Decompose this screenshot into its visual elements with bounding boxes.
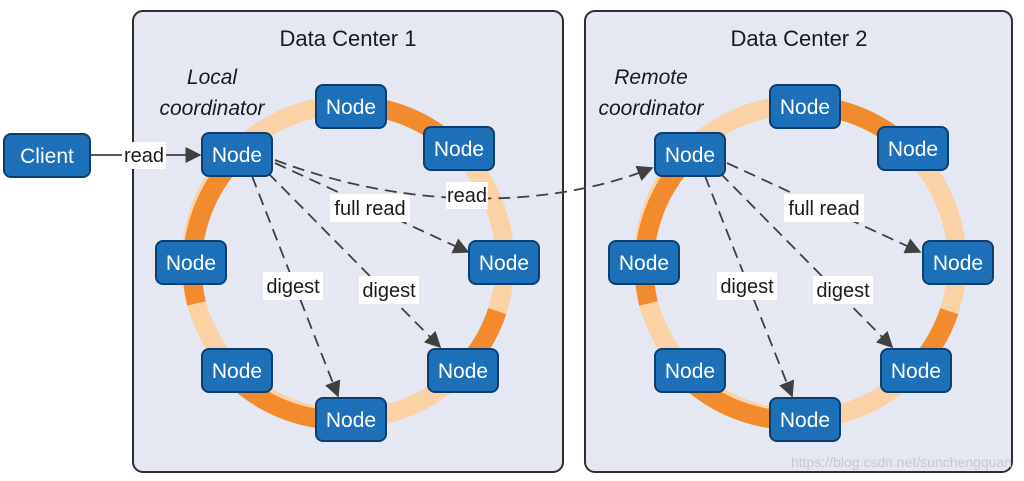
label-bg — [359, 276, 419, 304]
label-digest-dc1-a: digest — [263, 272, 323, 300]
data-center-1-title: Data Center 1 — [280, 26, 417, 51]
node-label: Node — [933, 252, 983, 275]
node-box — [922, 240, 994, 285]
label-full-read-dc1: full read — [330, 194, 410, 222]
label-bg — [717, 272, 777, 300]
label-text: read — [124, 145, 164, 167]
node-box — [155, 240, 227, 285]
node-label: Node — [326, 409, 376, 432]
node-dc2-bottom-right[interactable]: Node — [880, 348, 952, 393]
client-label: Client — [20, 145, 74, 168]
label-text: digest — [816, 280, 870, 302]
data-center-2-title: Data Center 2 — [731, 26, 868, 51]
node-label: Node — [326, 96, 376, 119]
label-text: digest — [362, 280, 416, 302]
node-label: Node — [212, 144, 262, 167]
node-box — [880, 348, 952, 393]
label-bg — [813, 276, 873, 304]
label-bg — [263, 272, 323, 300]
node-dc1-right[interactable]: Node — [468, 240, 540, 285]
node-label: Node — [212, 360, 262, 383]
node-dc1-coordinator[interactable]: Node — [201, 132, 273, 177]
node-box — [427, 348, 499, 393]
remote-coordinator-label-line1: Remote — [614, 66, 688, 89]
node-dc2-bottom-left[interactable]: Node — [654, 348, 726, 393]
label-bg — [122, 142, 166, 169]
label-cross-dc-read: read — [446, 182, 488, 209]
node-dc1-top-right[interactable]: Node — [423, 126, 495, 171]
node-dc2-top-right[interactable]: Node — [877, 126, 949, 171]
node-box — [315, 397, 387, 442]
edge-digest-dc2-b — [719, 172, 894, 349]
label-text: full read — [788, 198, 859, 220]
node-box — [201, 348, 273, 393]
node-box — [877, 126, 949, 171]
data-center-2: Data Center 2 Remote coordinator full re… — [584, 10, 1013, 473]
node-label: Node — [434, 138, 484, 161]
node-label: Node — [166, 252, 216, 275]
node-box — [608, 240, 680, 285]
node-dc1-top[interactable]: Node — [315, 84, 387, 129]
data-center-1: Data Center 1 Local coordinator full rea… — [132, 10, 564, 473]
node-box — [423, 126, 495, 171]
node-label: Node — [438, 360, 488, 383]
label-text: full read — [334, 198, 405, 220]
node-label: Node — [891, 360, 941, 383]
node-box — [315, 84, 387, 129]
label-client-read: read — [122, 142, 166, 169]
label-bg — [330, 194, 410, 222]
label-text: read — [447, 185, 487, 207]
label-digest-dc2-a: digest — [717, 272, 777, 300]
label-text: digest — [266, 276, 320, 298]
edge-digest-dc1-b — [267, 172, 442, 349]
node-label: Node — [888, 138, 938, 161]
node-label: Node — [479, 252, 529, 275]
node-label: Node — [780, 409, 830, 432]
label-digest-dc2-b: digest — [813, 276, 873, 304]
node-dc2-left[interactable]: Node — [608, 240, 680, 285]
label-bg — [784, 194, 864, 222]
node-label: Node — [619, 252, 669, 275]
node-label: Node — [665, 360, 715, 383]
node-dc1-bottom-left[interactable]: Node — [201, 348, 273, 393]
node-dc2-right[interactable]: Node — [922, 240, 994, 285]
remote-coordinator-label-line2: coordinator — [598, 97, 704, 120]
local-coordinator-label-line2: coordinator — [159, 97, 265, 120]
label-full-read-dc2: full read — [784, 194, 864, 222]
node-label: Node — [780, 96, 830, 119]
node-dc1-bottom-right[interactable]: Node — [427, 348, 499, 393]
node-dc2-bottom[interactable]: Node — [769, 397, 841, 442]
node-box — [468, 240, 540, 285]
node-box — [769, 84, 841, 129]
node-box — [654, 348, 726, 393]
node-box — [654, 132, 726, 177]
node-dc1-bottom[interactable]: Node — [315, 397, 387, 442]
node-dc1-left[interactable]: Node — [155, 240, 227, 285]
client-box — [3, 133, 91, 178]
node-dc2-top[interactable]: Node — [769, 84, 841, 129]
node-dc2-coordinator[interactable]: Node — [654, 132, 726, 177]
local-coordinator-label-line1: Local — [187, 66, 239, 89]
label-text: digest — [720, 276, 774, 298]
node-box — [769, 397, 841, 442]
node-label: Node — [665, 144, 715, 167]
node-box — [201, 132, 273, 177]
watermark: https://blog.csdn.net/sunchengquan — [791, 454, 1012, 470]
label-digest-dc1-b: digest — [359, 276, 419, 304]
label-bg — [446, 182, 488, 209]
client[interactable]: Client — [3, 133, 91, 178]
